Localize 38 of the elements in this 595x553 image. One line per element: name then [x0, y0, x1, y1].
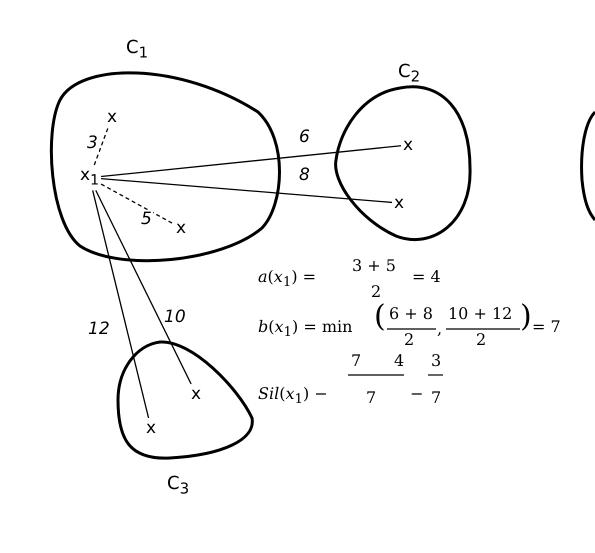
- cluster-label: C$_{1}$: [126, 38, 148, 63]
- formula-text: 4: [394, 352, 404, 370]
- dashed-distance-line: [94, 126, 109, 166]
- formula-text: Sil(x$_{1}$) −: [258, 385, 328, 410]
- distance-label: 3: [86, 134, 99, 152]
- formula-text: 7: [366, 389, 376, 407]
- distance-line: [101, 178, 392, 204]
- parenthesis: (: [374, 300, 386, 334]
- distance-line: [95, 190, 192, 384]
- point-marker: x: [191, 385, 202, 403]
- formula-text: ,: [437, 320, 442, 338]
- formula-text: 7: [431, 389, 442, 407]
- formula-text: 2: [476, 331, 486, 349]
- formula-text: −: [410, 385, 424, 403]
- cluster-label: C$_{2}$: [398, 62, 420, 87]
- point-marker: x: [403, 136, 414, 154]
- distance-line: [101, 145, 402, 178]
- point-label: x$_{1}$: [80, 166, 100, 190]
- formula-text: 2: [371, 283, 382, 301]
- point-marker: x: [394, 194, 404, 212]
- formula-text: b(x$_{1}$) = min: [258, 318, 352, 342]
- distance-label: 10: [163, 308, 187, 326]
- dashed-distance-line: [100, 183, 174, 225]
- parenthesis: ): [520, 300, 532, 334]
- distance-line: [92, 190, 150, 418]
- point-marker: x: [146, 419, 156, 437]
- formula-text: = 7: [532, 318, 561, 336]
- formula-text: 7: [351, 352, 362, 370]
- formula-text: 6 + 8: [389, 305, 433, 323]
- cluster-label: C$_{3}$: [167, 474, 190, 499]
- formula-text: a(x$_{1}$) =: [258, 268, 316, 292]
- point-marker: x: [176, 219, 186, 237]
- point-marker: x: [107, 108, 118, 126]
- formula-text: 3: [431, 352, 442, 370]
- formula-text: = 4: [412, 268, 441, 286]
- formula-text: 10 + 12: [448, 305, 512, 323]
- formula-text: 2: [404, 331, 414, 349]
- formula-text: 3 + 5: [352, 257, 396, 275]
